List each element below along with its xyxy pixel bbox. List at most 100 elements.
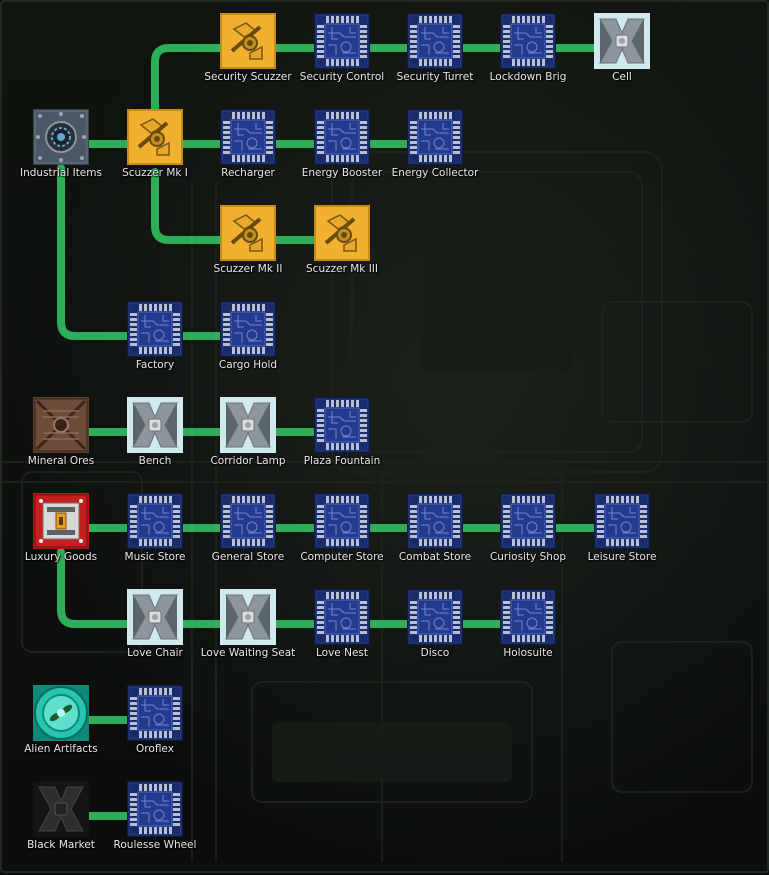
node-music-store[interactable]: Music Store	[110, 493, 200, 573]
node-scuzzer-mk2[interactable]: Scuzzer Mk II	[203, 205, 293, 285]
chip-icon	[314, 397, 370, 453]
chip-icon	[220, 493, 276, 549]
link	[57, 164, 130, 340]
node-label: Cargo Hold	[218, 359, 278, 371]
node-label: General Store	[211, 551, 285, 563]
node-label: Industrial Items	[20, 167, 102, 179]
node-label: Music Store	[124, 551, 186, 563]
node-security-scuzzer[interactable]: Security Scuzzer	[203, 13, 293, 93]
chip-icon	[407, 109, 463, 165]
node-label: Love Nest	[315, 647, 368, 659]
scuzzer-icon	[127, 109, 183, 165]
node-curiosity-shop[interactable]: Curiosity Shop	[483, 493, 573, 573]
node-disco[interactable]: Disco	[390, 589, 480, 669]
furniture-icon	[220, 589, 276, 645]
node-security-control[interactable]: Security Control	[297, 13, 387, 93]
chip-icon	[500, 589, 556, 645]
node-plaza-fountain[interactable]: Plaza Fountain	[297, 397, 387, 477]
node-label: Holosuite	[503, 647, 553, 659]
node-label: Computer Store	[300, 551, 384, 563]
link	[151, 168, 223, 244]
scuzzer-icon	[220, 13, 276, 69]
node-label: Corridor Lamp	[210, 455, 286, 467]
node-general-store[interactable]: General Store	[203, 493, 293, 573]
node-label: Luxury Goods	[24, 551, 98, 563]
node-bench[interactable]: Bench	[110, 397, 200, 477]
node-leisure-store[interactable]: Leisure Store	[577, 493, 667, 573]
node-label: Recharger	[221, 167, 275, 179]
node-factory[interactable]: Factory	[110, 301, 200, 381]
chip-icon	[220, 301, 276, 357]
node-computer-store[interactable]: Computer Store	[297, 493, 387, 573]
node-holosuite[interactable]: Holosuite	[483, 589, 573, 669]
node-black-market[interactable]: Black Market	[16, 781, 106, 861]
chip-icon	[127, 493, 183, 549]
node-energy-collector[interactable]: Energy Collector	[390, 109, 480, 189]
furniture-icon	[127, 397, 183, 453]
node-love-waiting-seat[interactable]: Love Waiting Seat	[200, 589, 296, 669]
chip-icon	[500, 13, 556, 69]
node-corridor-lamp[interactable]: Corridor Lamp	[203, 397, 293, 477]
node-label: Mineral Ores	[27, 455, 95, 467]
chip-icon	[407, 493, 463, 549]
node-label: Security Control	[299, 71, 385, 83]
node-label: Lockdown Brig	[489, 71, 567, 83]
chip-icon	[127, 301, 183, 357]
scuzzer-icon	[314, 205, 370, 261]
ore-icon	[33, 397, 89, 453]
node-label: Security Scuzzer	[204, 71, 292, 83]
chip-icon	[500, 493, 556, 549]
node-roulesse-wheel[interactable]: Roulesse Wheel	[110, 781, 200, 861]
node-luxury-goods[interactable]: Luxury Goods	[16, 493, 106, 573]
blackmarket-icon	[33, 781, 89, 837]
node-label: Oroflex	[136, 743, 174, 755]
chip-icon	[407, 13, 463, 69]
node-alien-artifacts[interactable]: Alien Artifacts	[16, 685, 106, 765]
node-label: Love Waiting Seat	[200, 647, 296, 659]
chip-icon	[127, 685, 183, 741]
chip-icon	[314, 13, 370, 69]
furniture-icon	[594, 13, 650, 69]
node-label: Scuzzer Mk II	[213, 263, 283, 275]
node-label: Scuzzer Mk I	[122, 167, 188, 179]
node-mineral-ores[interactable]: Mineral Ores	[16, 397, 106, 477]
node-label: Disco	[420, 647, 450, 659]
node-label: Curiosity Shop	[489, 551, 567, 563]
node-security-turret[interactable]: Security Turret	[390, 13, 480, 93]
chip-icon	[127, 781, 183, 837]
node-love-chair[interactable]: Love Chair	[110, 589, 200, 669]
link	[57, 548, 130, 628]
node-label: Bench	[138, 455, 172, 467]
chip-icon	[220, 109, 276, 165]
luxury-icon	[33, 493, 89, 549]
node-label: Alien Artifacts	[24, 743, 98, 755]
node-label: Plaza Fountain	[303, 455, 381, 467]
scuzzer-icon	[220, 205, 276, 261]
node-label: Leisure Store	[587, 551, 657, 563]
chip-icon	[314, 109, 370, 165]
node-lockdown-brig[interactable]: Lockdown Brig	[483, 13, 573, 93]
node-label: Energy Collector	[391, 167, 479, 179]
node-recharger[interactable]: Recharger	[203, 109, 293, 189]
node-scuzzer-mk3[interactable]: Scuzzer Mk III	[297, 205, 387, 285]
node-cell[interactable]: Cell	[577, 13, 667, 93]
node-label: Scuzzer Mk III	[306, 263, 378, 275]
node-scuzzer-mk1[interactable]: Scuzzer Mk I	[110, 109, 200, 189]
node-oroflex[interactable]: Oroflex	[110, 685, 200, 765]
node-love-nest[interactable]: Love Nest	[297, 589, 387, 669]
chip-icon	[594, 493, 650, 549]
node-label: Roulesse Wheel	[113, 839, 197, 851]
link	[151, 44, 223, 116]
node-cargo-hold[interactable]: Cargo Hold	[203, 301, 293, 381]
node-energy-booster[interactable]: Energy Booster	[297, 109, 387, 189]
node-combat-store[interactable]: Combat Store	[390, 493, 480, 573]
alien-icon	[33, 685, 89, 741]
node-label: Combat Store	[398, 551, 472, 563]
chip-icon	[314, 493, 370, 549]
node-label: Security Turret	[396, 71, 474, 83]
furniture-icon	[127, 589, 183, 645]
chip-icon	[407, 589, 463, 645]
node-industrial-items[interactable]: Industrial Items	[16, 109, 106, 189]
